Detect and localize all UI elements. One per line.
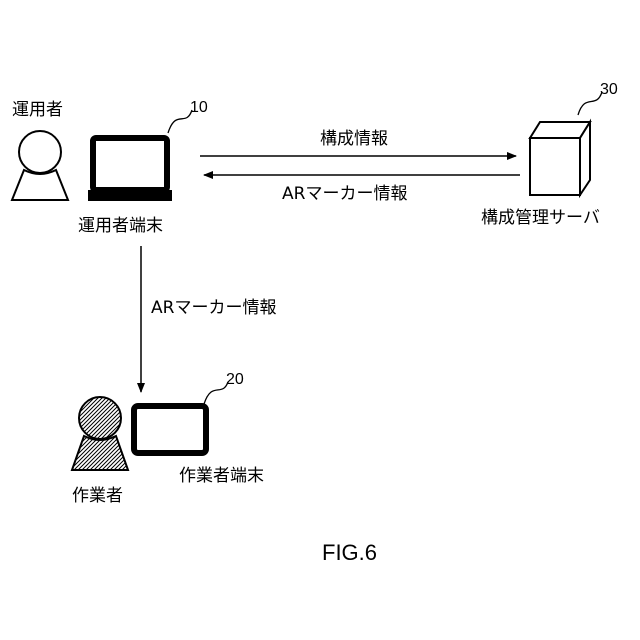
config-info-label: 構成情報: [320, 131, 388, 148]
operator-label: 運用者: [12, 102, 63, 119]
tablet-icon: [134, 406, 206, 453]
operator-terminal-label: 運用者端末: [78, 218, 163, 235]
figure-caption: FIG.6: [322, 540, 377, 566]
operator-person-icon: [12, 131, 68, 200]
ar-marker-label-server: ARマーカー情報: [282, 186, 407, 203]
server-icon: [530, 122, 590, 195]
ref-leader-10: [168, 110, 192, 133]
ref-leader-20: [204, 382, 228, 404]
worker-terminal-label: 作業者端末: [179, 468, 264, 485]
laptop-icon: [88, 138, 172, 201]
worker-terminal-ref: 20: [226, 372, 244, 388]
worker-label: 作業者: [72, 488, 123, 505]
worker-person-icon: [72, 397, 128, 470]
ref-leader-30: [578, 92, 602, 115]
config-server-ref: 30: [600, 82, 618, 98]
config-server-label: 構成管理サーバ: [481, 210, 600, 227]
ar-marker-label-worker: ARマーカー情報: [151, 300, 276, 317]
operator-terminal-ref: 10: [190, 100, 208, 116]
